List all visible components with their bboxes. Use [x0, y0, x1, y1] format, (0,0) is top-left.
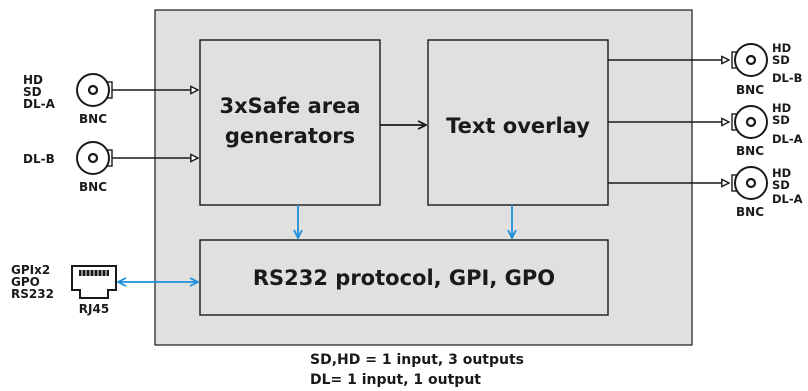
rj45-label-gpi: GPIx2	[11, 263, 50, 277]
output-bnc-3: HD SD DL-A BNC	[608, 166, 803, 219]
text-overlay-label: Text overlay	[446, 114, 590, 138]
input-a-label-hd: HD	[23, 73, 43, 87]
bnc-connector-icon	[76, 141, 110, 175]
rs232-gpi-gpo-block: RS232 protocol, GPI, GPO	[199, 239, 609, 316]
safe-area-label-line1: 3xSafe area	[219, 94, 360, 118]
input-bnc-b: DL-B BNC	[23, 141, 198, 194]
input-a-label-sd: SD	[23, 85, 42, 99]
output-bnc-2: HD SD DL-A BNC	[608, 101, 803, 158]
output-3-label-dl: DL-A	[772, 192, 803, 206]
text-overlay-block: Text overlay	[427, 39, 609, 206]
bnc-connector-icon	[734, 105, 768, 139]
footer-line-1: SD,HD = 1 input, 3 outputs	[310, 352, 524, 368]
safe-area-label-line2: generators	[225, 124, 355, 148]
output-2-label-sd: SD	[772, 113, 790, 127]
output-2-label-hd: HD	[772, 101, 791, 115]
output-1-label-hd: HD	[772, 41, 791, 55]
output-3-label-hd: HD	[772, 166, 791, 180]
output-1-label-dl: DL-B	[772, 71, 802, 85]
bnc-connector-icon	[734, 43, 768, 77]
rj45-connector-icon	[71, 265, 117, 299]
output-2-label-dl: DL-A	[772, 132, 803, 146]
rj45-label-gpo: GPO	[11, 275, 40, 289]
input-bnc-a: HD SD DL-A BNC	[23, 73, 198, 126]
footer-line-2: DL= 1 input, 1 output	[310, 372, 481, 388]
safe-area-generators-block: 3xSafe area generators	[199, 39, 381, 206]
output-3-label-sd: SD	[772, 178, 790, 192]
bnc-connector-icon	[734, 166, 768, 200]
output-bnc-1: HD SD DL-B BNC	[608, 41, 802, 97]
rj45-label-rs232: RS232	[11, 287, 54, 301]
input-b-label: DL-B	[23, 152, 55, 166]
output-1-connector-label: BNC	[736, 83, 764, 97]
output-1-label-sd: SD	[772, 53, 790, 67]
bnc-connector-icon	[76, 73, 110, 107]
rj45-connector-label: RJ45	[79, 302, 109, 316]
rs232-label: RS232 protocol, GPI, GPO	[253, 266, 555, 290]
input-rj45: GPIx2 GPO RS232 RJ45	[11, 263, 117, 316]
input-a-label-dl: DL-A	[23, 97, 56, 111]
input-b-connector-label: BNC	[79, 180, 107, 194]
input-a-connector-label: BNC	[79, 112, 107, 126]
output-3-connector-label: BNC	[736, 205, 764, 219]
output-2-connector-label: BNC	[736, 144, 764, 158]
